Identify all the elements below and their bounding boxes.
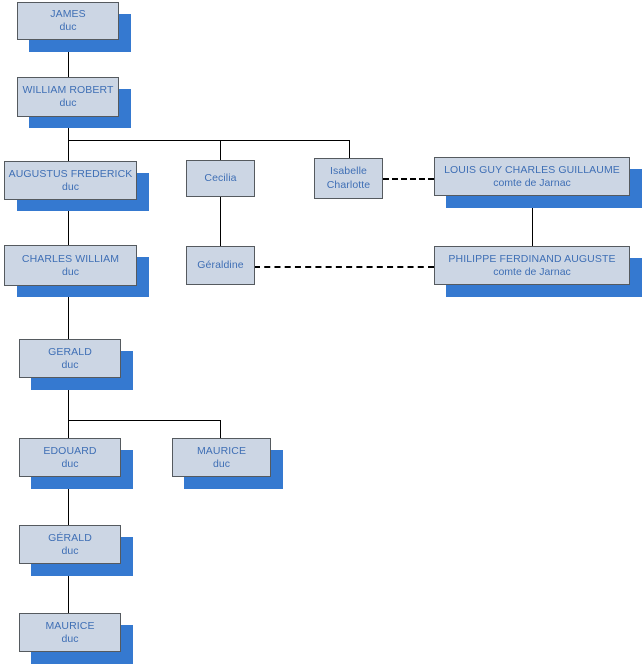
- person-node-maurice-upper[interactable]: MAURICE duc: [172, 438, 271, 477]
- person-node-cecilia[interactable]: Cecilia: [186, 160, 255, 197]
- connector-james-william: [68, 40, 69, 77]
- person-name: MAURICE: [45, 619, 95, 632]
- person-node-maurice-lower[interactable]: MAURICE duc: [19, 613, 121, 652]
- person-title: duc: [62, 180, 79, 193]
- person-node-william-robert[interactable]: WILLIAM ROBERT duc: [17, 77, 119, 117]
- person-name: CHARLES WILLIAM: [21, 252, 120, 265]
- marriage-geraldine-philippe: [254, 266, 434, 268]
- person-title: comte de Jarnac: [493, 176, 571, 189]
- person-name: Isabelle Charlotte: [326, 164, 371, 191]
- person-title: duc: [61, 544, 79, 557]
- person-node-edouard[interactable]: EDOUARD duc: [19, 438, 121, 477]
- person-title: duc: [61, 358, 79, 371]
- connector-edouard-gerald2: [68, 477, 69, 525]
- person-name: Géraldine: [197, 259, 244, 272]
- person-name: GÉRALD: [48, 531, 92, 544]
- connector-bar-to-cecilia: [220, 140, 221, 160]
- person-node-charles-william[interactable]: CHARLES WILLIAM duc: [4, 245, 137, 286]
- connector-augustus-charles: [68, 200, 69, 245]
- person-name: AUGUSTUS FREDERICK: [8, 167, 133, 180]
- connector-charles-gerald: [68, 286, 69, 339]
- person-title: duc: [59, 97, 77, 109]
- person-node-gerald[interactable]: GERALD duc: [19, 339, 121, 378]
- person-node-isabelle-charlotte[interactable]: Isabelle Charlotte: [314, 158, 383, 199]
- connector-gerald2-maurice2: [68, 564, 69, 613]
- person-name: Cecilia: [204, 172, 237, 185]
- person-title: duc: [59, 21, 77, 33]
- person-title: duc: [61, 632, 79, 645]
- connector-bar-to-edouard: [68, 420, 69, 438]
- person-node-louis-guy-charles-guillaume[interactable]: LOUIS GUY CHARLES GUILLAUME comte de Jar…: [434, 157, 630, 196]
- person-name: PHILIPPE FERDINAND AUGUSTE: [448, 252, 616, 265]
- connector-bar-to-augustus: [68, 140, 69, 161]
- person-node-james[interactable]: JAMES duc: [17, 2, 119, 40]
- person-name: JAMES: [50, 8, 86, 21]
- sibling-bar-gen3: [68, 140, 350, 141]
- person-node-gerald-accented[interactable]: GÉRALD duc: [19, 525, 121, 564]
- person-name: GERALD: [48, 345, 92, 358]
- connector-cecilia-geraldine: [220, 197, 221, 246]
- marriage-isabelle-louis: [383, 178, 434, 180]
- sibling-bar-gen6: [68, 420, 221, 421]
- person-title: duc: [213, 457, 230, 470]
- connector-louis-philippe: [532, 196, 533, 246]
- person-name: LOUIS GUY CHARLES GUILLAUME: [444, 163, 620, 176]
- person-node-geraldine[interactable]: Géraldine: [186, 246, 255, 285]
- person-title: comte de Jarnac: [493, 265, 571, 278]
- connector-bar-to-isabelle: [349, 140, 350, 158]
- person-node-augustus-frederick[interactable]: AUGUSTUS FREDERICK duc: [4, 161, 137, 200]
- person-name: EDOUARD: [43, 444, 97, 457]
- person-title: duc: [62, 265, 79, 278]
- connector-william-down: [68, 117, 69, 140]
- person-title: duc: [61, 457, 79, 470]
- person-node-philippe-ferdinand-auguste[interactable]: PHILIPPE FERDINAND AUGUSTE comte de Jarn…: [434, 246, 630, 285]
- connector-bar-to-maurice: [220, 420, 221, 438]
- person-name: WILLIAM ROBERT: [22, 84, 114, 97]
- person-name: MAURICE: [196, 444, 247, 457]
- connector-gerald-down: [68, 378, 69, 420]
